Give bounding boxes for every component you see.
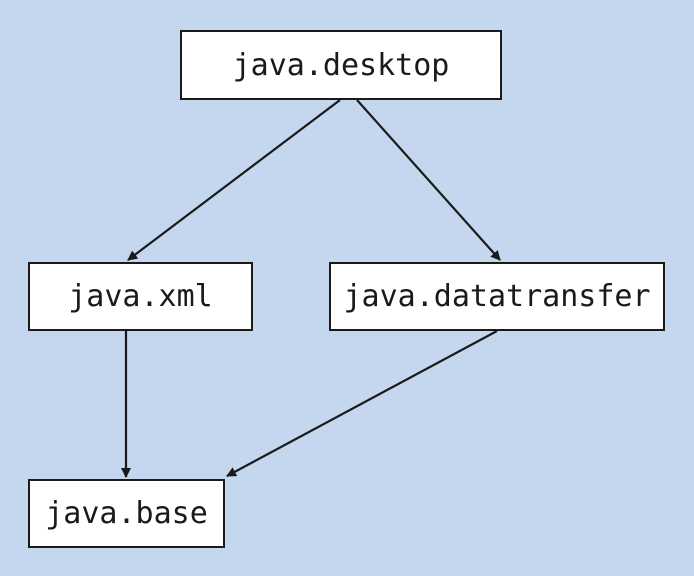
node-java-base: java.base <box>28 479 225 548</box>
node-java-desktop: java.desktop <box>180 30 502 100</box>
arrow-desktop-to-xml <box>127 99 341 261</box>
node-label-java-datatransfer: java.datatransfer <box>343 279 651 314</box>
arrow-desktop-to-datatransfer <box>356 99 501 261</box>
node-java-datatransfer: java.datatransfer <box>329 262 665 331</box>
node-label-java-xml: java.xml <box>68 279 213 314</box>
node-label-java-base: java.base <box>45 496 208 531</box>
arrow-datatransfer-to-base <box>226 330 498 477</box>
node-label-java-desktop: java.desktop <box>232 47 450 83</box>
node-java-xml: java.xml <box>28 262 253 331</box>
